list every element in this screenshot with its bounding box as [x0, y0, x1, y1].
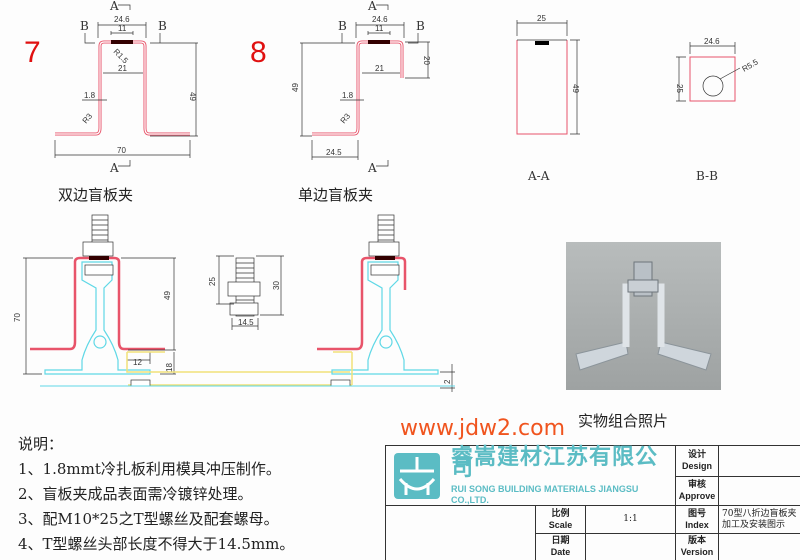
company-name-en: RUI SONG BUILDING MATERIALS JIANGSU CO.,… [451, 484, 639, 505]
note-item: 1、1.8mmt冷扎板利用模具冲压制作。 [18, 460, 281, 478]
section-b-mark: B [158, 19, 167, 33]
dim-label: 21 [118, 64, 127, 73]
dim-label: 20 [422, 56, 431, 65]
scale-label-en: Scale [548, 519, 573, 530]
note-item: 2、盲板夹成品表面需冷镀锌处理。 [18, 485, 253, 503]
section-b-b [676, 42, 741, 102]
dim-label: R5.5 [741, 57, 761, 74]
title-block: 睿嵩建材江苏有限公司 RUI SONG BUILDING MATERIALS J… [385, 445, 800, 560]
dim-label: 2 [443, 379, 452, 384]
dim-label: 11 [375, 24, 384, 33]
section-a-mark: A [109, 0, 119, 13]
dim-label: R1.5 [112, 47, 131, 66]
dim-label: R3 [81, 111, 95, 125]
section-a-mark: A [109, 161, 119, 175]
dim-label: 1.8 [342, 91, 354, 100]
approve-label-cn: 审核 [687, 480, 706, 490]
company-logo [394, 453, 440, 499]
dim-label: 25 [208, 277, 217, 286]
product-photo [566, 242, 721, 390]
bolt-drawing [216, 255, 284, 330]
section-b-mark: B [338, 19, 347, 33]
dim-label: 14.5 [238, 318, 254, 327]
scale-label-cn: 比例 [551, 508, 570, 519]
index-label-en: Index [685, 519, 709, 530]
design-value [719, 446, 800, 477]
assembly-left [23, 214, 352, 387]
company-logo-area: 睿嵩建材江苏有限公司 RUI SONG BUILDING MATERIALS J… [386, 446, 676, 506]
dim-label: 49 [163, 291, 172, 300]
design-label-cn: 设计 [687, 450, 706, 460]
version-label-en: Version [680, 547, 714, 557]
dim-label: 12 [133, 358, 142, 367]
dim-label: 49 [291, 83, 300, 92]
figure-7-number: 7 [24, 36, 41, 69]
dim-label: 49 [188, 92, 197, 101]
watermark: www.jdw2.com [400, 416, 565, 441]
approve-label-en: Approve [678, 491, 716, 501]
blank-cell [386, 506, 536, 560]
dim-label: 30 [272, 281, 281, 290]
photo-caption: 实物组合照片 [578, 412, 668, 430]
version-value [719, 534, 800, 560]
dim-label: 24.6 [704, 37, 720, 46]
dim-label: 24.6 [372, 15, 388, 24]
index-value: 70型八折边盲板夹加工及安装图示 [719, 506, 800, 534]
dim-label: 21 [375, 64, 384, 73]
section-b-mark: B [80, 19, 89, 33]
date-label-en: Date [550, 547, 571, 557]
bracket-photo-image [575, 261, 712, 371]
date-label-cn: 日期 [551, 536, 570, 546]
dim-label: 24.5 [326, 148, 342, 157]
dim-label: 70 [13, 313, 22, 322]
dim-label: 70 [117, 146, 126, 155]
section-b-mark: B [416, 19, 425, 33]
scale-value: 1:1 [586, 506, 676, 534]
approve-value [719, 477, 800, 506]
notes-title: 说明： [18, 435, 64, 453]
section-b-b-caption: B-B [696, 169, 718, 183]
dim-label: 49 [571, 84, 580, 93]
dim-label: 24.6 [114, 15, 130, 24]
company-name-cn: 睿嵩建材江苏有限公司 [451, 445, 659, 481]
section-a-mark: A [367, 161, 377, 175]
figure-7-profile [54, 4, 198, 167]
section-a-mark: A [367, 0, 377, 13]
design-label-en: Design [681, 461, 712, 471]
figure-7-caption: 双边盲板夹 [58, 186, 133, 204]
note-item: 3、配M10*25之T型螺丝及配套螺母。 [18, 510, 279, 528]
dim-label: 1.8 [84, 91, 96, 100]
dim-label: 25 [537, 14, 546, 23]
figure-8-profile [300, 4, 430, 167]
index-label-cn: 图号 [687, 508, 706, 519]
date-value [586, 534, 676, 560]
assembly-right [40, 214, 455, 392]
version-label-cn: 版本 [687, 536, 706, 546]
dim-label: 25 [675, 84, 684, 93]
note-item: 4、T型螺丝头部长度不得大于14.5mm。 [18, 535, 295, 553]
dim-label: 11 [118, 24, 127, 33]
section-a-a-caption: A-A [527, 169, 550, 183]
dim-label: R3 [339, 111, 353, 125]
dim-label: 18 [165, 363, 174, 372]
figure-8-caption: 单边盲板夹 [298, 186, 373, 204]
notes: 说明： 1、1.8mmt冷扎板利用模具冲压制作。 2、盲板夹成品表面需冷镀锌处理… [18, 432, 294, 557]
section-a-a [516, 20, 580, 135]
figure-8-number: 8 [250, 36, 267, 69]
